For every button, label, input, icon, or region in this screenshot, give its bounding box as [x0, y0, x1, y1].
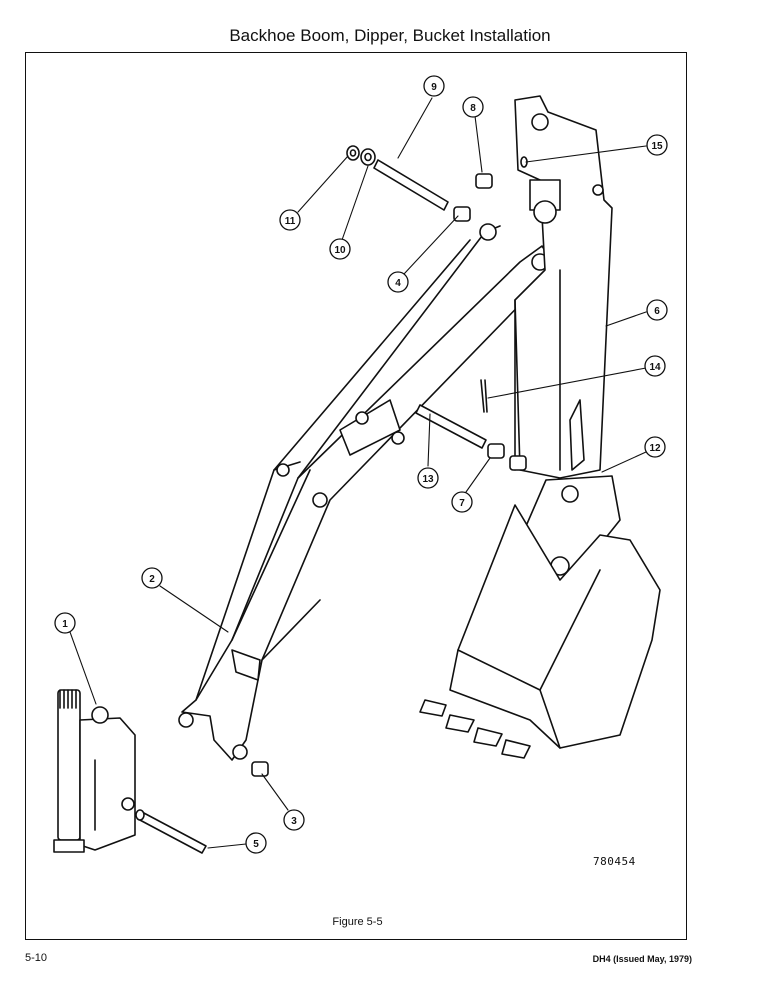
bushing-3	[251, 761, 269, 777]
callout-8: 8	[462, 96, 484, 118]
washer-10	[360, 148, 376, 166]
callout-5: 5	[245, 832, 267, 854]
figure-frame	[25, 52, 687, 940]
dipper-part	[514, 95, 613, 479]
callout-2: 2	[141, 567, 163, 589]
svg-text:7: 7	[459, 498, 465, 509]
callout-13: 13	[417, 467, 439, 489]
pin-13	[415, 404, 487, 449]
svg-text:11: 11	[285, 216, 296, 227]
svg-text:9: 9	[431, 82, 437, 93]
svg-text:2: 2	[149, 574, 155, 585]
svg-text:8: 8	[470, 103, 476, 114]
swing-pin-part	[135, 809, 207, 854]
bucket-part	[419, 475, 661, 759]
callout-3: 3	[283, 809, 305, 831]
callout-6: 6	[646, 299, 668, 321]
svg-text:10: 10	[334, 245, 346, 256]
bushing-4	[453, 206, 471, 222]
svg-text:5: 5	[253, 839, 259, 850]
callout-15: 15	[646, 134, 668, 156]
figure-caption: Figure 5-5	[332, 916, 383, 928]
svg-text:6: 6	[654, 306, 660, 317]
svg-text:3: 3	[291, 816, 297, 827]
pin-9	[373, 159, 449, 211]
boom-part	[178, 223, 553, 761]
svg-text:15: 15	[651, 141, 663, 152]
swing-post-part	[53, 689, 136, 853]
page-number: 5-10	[25, 952, 48, 964]
callout-14: 14	[644, 355, 666, 377]
svg-text:12: 12	[649, 443, 661, 454]
svg-text:14: 14	[649, 362, 661, 373]
callout-11: 11	[279, 209, 301, 231]
document-reference: DH4 (Issued May, 1979)	[592, 954, 692, 964]
callout-7: 7	[451, 491, 473, 513]
callout-9: 9	[423, 75, 445, 97]
svg-text:1: 1	[62, 619, 68, 630]
callout-12: 12	[644, 436, 666, 458]
bushing-7	[487, 443, 527, 471]
page-title: Backhoe Boom, Dipper, Bucket Installatio…	[229, 26, 551, 45]
drawing-number: 780454	[593, 855, 636, 868]
cotter-pin-14	[480, 379, 488, 413]
washer-11	[346, 145, 360, 161]
leader-lines	[69, 97, 647, 849]
svg-text:4: 4	[395, 278, 401, 289]
bushing-8	[475, 173, 493, 189]
callout-10: 10	[329, 238, 351, 260]
callout-4: 4	[387, 271, 409, 293]
callout-1: 1	[54, 612, 76, 634]
svg-text:13: 13	[422, 474, 434, 485]
